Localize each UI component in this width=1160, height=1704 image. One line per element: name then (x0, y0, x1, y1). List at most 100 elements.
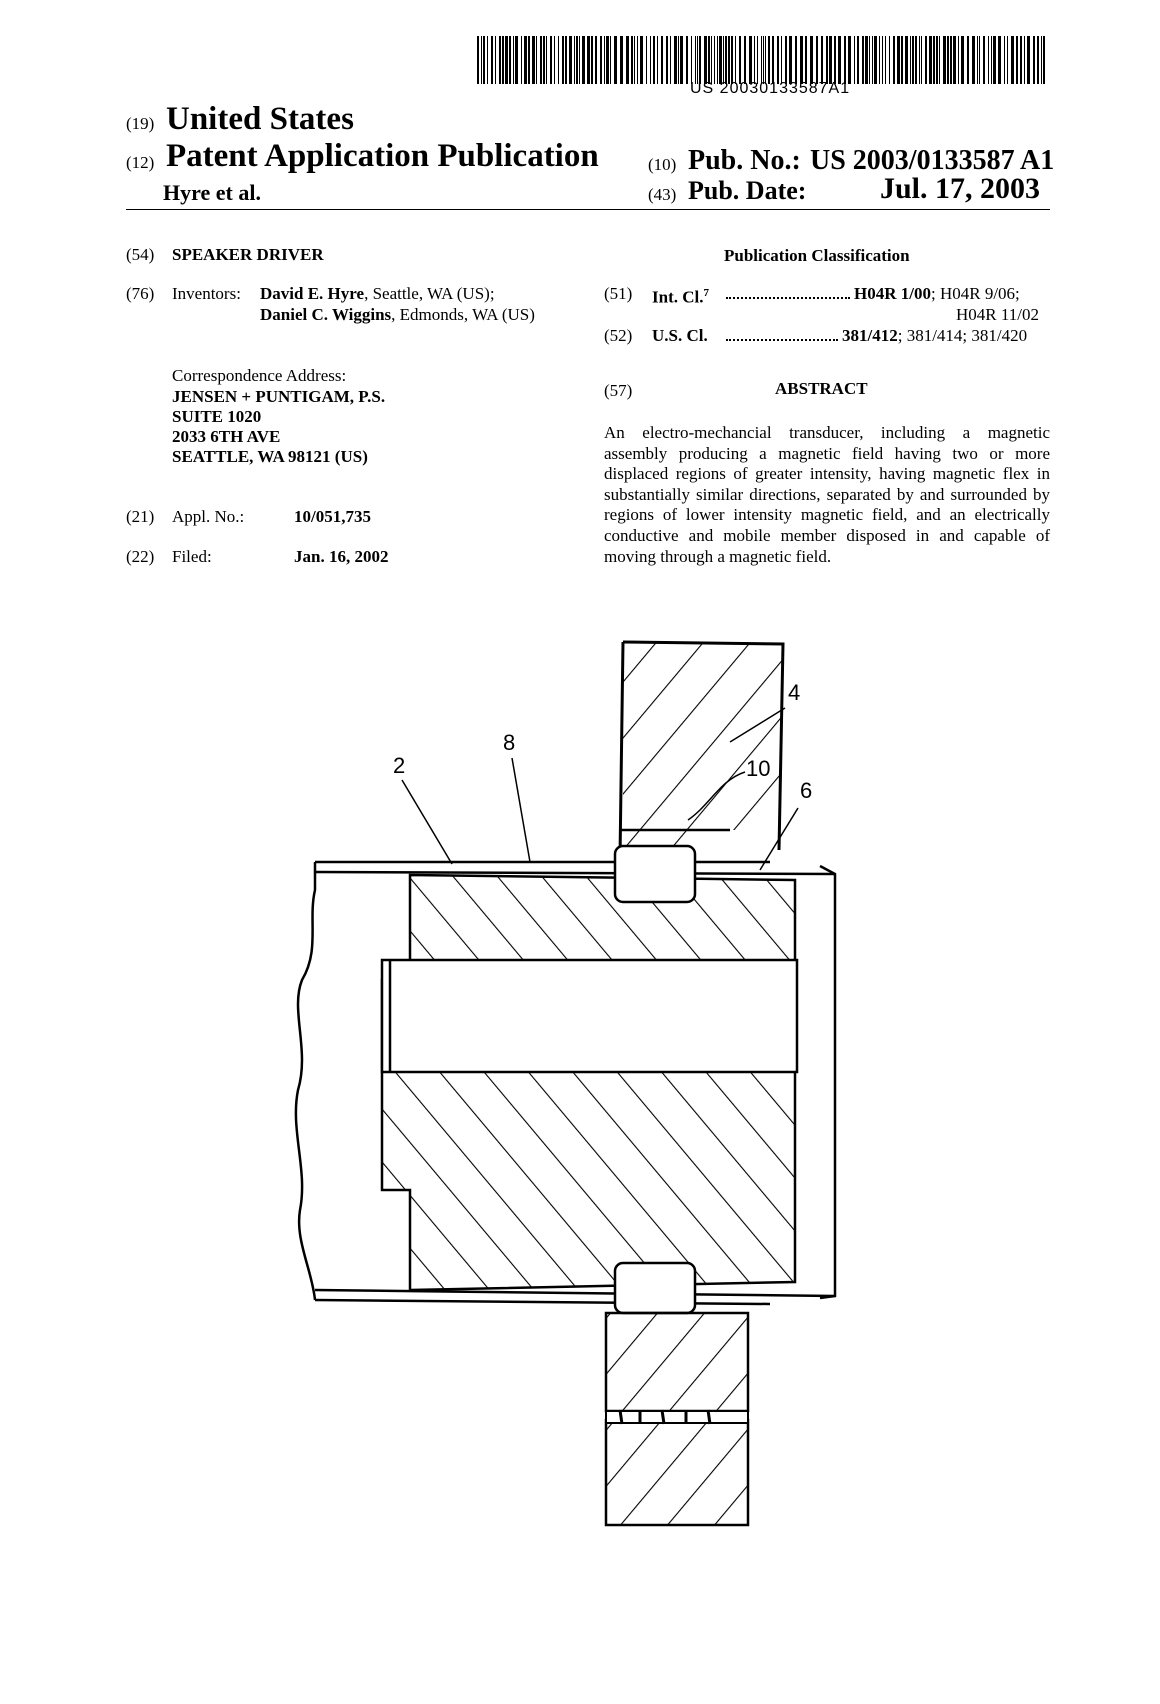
barcode-bar (646, 36, 647, 84)
barcode-bar (515, 36, 518, 84)
barcode-bar (576, 36, 578, 84)
barcode-bar (528, 36, 530, 84)
barcode-bar (550, 36, 552, 84)
barcode-bar (695, 36, 696, 84)
barcode-bar (983, 36, 985, 84)
barcode-bar (558, 36, 559, 84)
pub-no: US 2003/0133587 A1 (810, 145, 1055, 176)
correspondence-line: 2033 6TH AVE (172, 427, 281, 446)
barcode-bar (711, 36, 712, 84)
barcode-bar (626, 36, 629, 84)
leader-8 (511, 757, 531, 863)
leader-4 (729, 707, 786, 743)
publication-classification-heading: Publication Classification (724, 246, 910, 265)
barcode-bar (536, 36, 537, 84)
barcode-bar (725, 36, 727, 84)
barcode-bar (661, 36, 663, 84)
barcode-bar (1037, 36, 1039, 84)
speaker-driver-figure: 2 8 4 10 6 (294, 640, 837, 1527)
barcode-bar (1033, 36, 1035, 84)
magnet-core (380, 844, 799, 1315)
barcode-bar (781, 36, 782, 84)
barcode-bar (757, 36, 758, 84)
barcode-bar (680, 36, 683, 84)
barcode-bar (988, 36, 989, 84)
barcode-bar (810, 36, 813, 84)
barcode-bar (826, 36, 828, 84)
barcode-bar (854, 36, 855, 84)
code-43: (43) (648, 185, 677, 204)
barcode-bar (674, 36, 677, 84)
us-cl-value: 381/412; 381/414; 381/420 (842, 326, 1028, 345)
barcode (477, 36, 1045, 84)
barcode-bar (686, 36, 688, 84)
barcode-bar (915, 36, 917, 84)
barcode-bar (749, 36, 752, 84)
barcode-bar (744, 36, 746, 84)
pub-no-label: Pub. No.: (688, 145, 801, 176)
barcode-bar (805, 36, 807, 84)
barcode-bar (543, 36, 545, 84)
barcode-bar (961, 36, 964, 84)
abstract-text: An electro-mechancial transducer, includ… (604, 423, 1050, 566)
barcode-bar (1007, 36, 1008, 84)
barcode-bar (554, 36, 555, 84)
pub-date: Jul. 17, 2003 (880, 172, 1041, 205)
barcode-bar (499, 36, 501, 84)
barcode-bar (958, 36, 959, 84)
barcode-bar (640, 36, 643, 84)
barcode-bar (967, 36, 969, 84)
barcode-bar (509, 36, 511, 84)
barcode-bar (591, 36, 593, 84)
barcode-bar (848, 36, 851, 84)
barcode-bar (481, 36, 482, 84)
barcode-bar (477, 36, 479, 84)
barcode-bar (1004, 36, 1005, 84)
barcode-bar (610, 36, 611, 84)
barcode-bar (874, 36, 877, 84)
barcode-bar (882, 36, 883, 84)
barcode-bar (857, 36, 859, 84)
barcode-bar (829, 36, 832, 84)
appl-no-label: Appl. No.: (172, 507, 245, 526)
barcode-bar (666, 36, 668, 84)
barcode-bar (768, 36, 770, 84)
barcode-bar (717, 36, 718, 84)
header-rule (126, 209, 1050, 210)
barcode-bar (925, 36, 927, 84)
pub-date-label: Pub. Date: (688, 176, 807, 205)
barcode-bar (912, 36, 914, 84)
barcode-bar (697, 36, 698, 84)
barcode-bar (532, 36, 535, 84)
leader-dots (726, 335, 838, 341)
barcode-bar (502, 36, 504, 84)
barcode-bar (862, 36, 864, 84)
barcode-bar (979, 36, 980, 84)
barcode-bar (789, 36, 792, 84)
barcode-bar (614, 36, 617, 84)
inventor-2: Daniel C. Wiggins, Edmonds, WA (US) (260, 305, 535, 324)
barcode-bar (1041, 36, 1042, 84)
barcode-bar (936, 36, 938, 84)
leader-dots (726, 293, 850, 299)
tube-wall (294, 860, 837, 1306)
barcode-bar (991, 36, 992, 84)
code-54: (54) (126, 245, 155, 264)
barcode-bar (905, 36, 908, 84)
barcode-bar (943, 36, 946, 84)
barcode-bar (1024, 36, 1025, 84)
barcode-bar (885, 36, 886, 84)
barcode-bar (777, 36, 779, 84)
barcode-bar (872, 36, 873, 84)
barcode-bar (735, 36, 736, 84)
barcode-bar (595, 36, 597, 84)
barcode-bar (699, 36, 701, 84)
barcode-bar (1011, 36, 1014, 84)
barcode-bar (947, 36, 949, 84)
barcode-bar (524, 36, 527, 84)
barcode-bar (719, 36, 722, 84)
barcode-bar (879, 36, 880, 84)
barcode-bar (574, 36, 575, 84)
barcode-bar (653, 36, 655, 84)
correspondence-line: SEATTLE, WA 98121 (US) (172, 447, 368, 466)
